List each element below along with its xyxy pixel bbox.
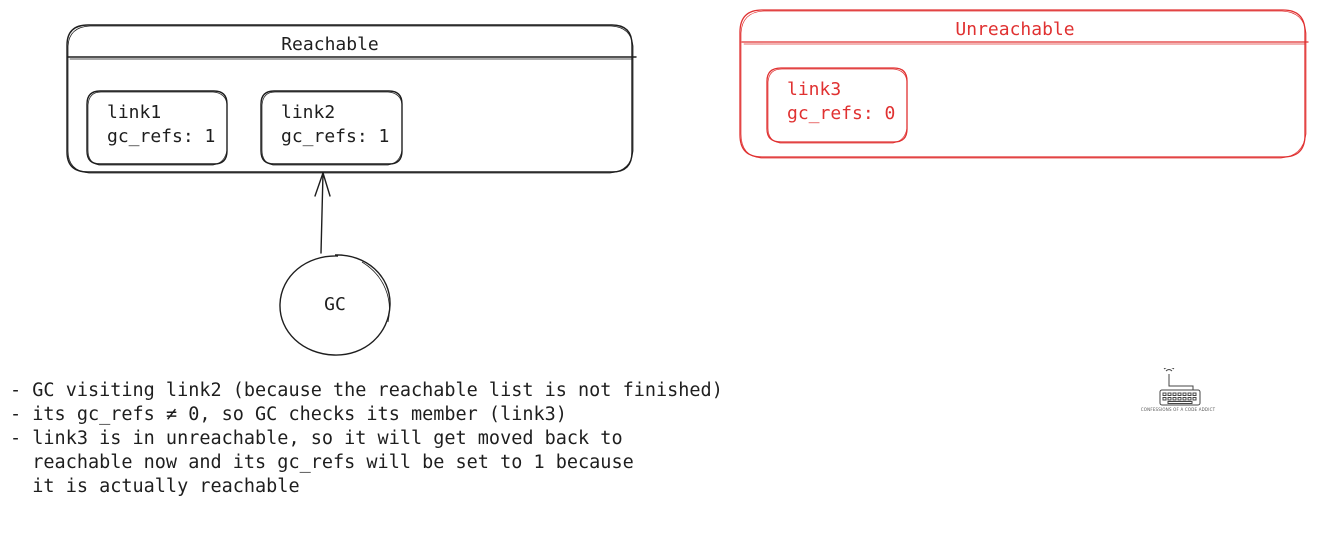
link3-refs: gc_refs: 0: [787, 103, 896, 124]
link2-refs: gc_refs: 1: [281, 126, 390, 147]
link1-name: link1: [107, 102, 162, 123]
note-line-2: - its gc_refs ≠ 0, so GC checks its memb…: [10, 404, 567, 425]
gc-circle: [279, 254, 391, 356]
link2-box: [260, 90, 403, 165]
note-line-5: it is actually reachable: [10, 476, 300, 497]
watermark-caption: CONFESSIONS OF A CODE ADDICT: [1140, 407, 1216, 412]
unreachable-group: [739, 9, 1309, 159]
link1-refs: gc_refs: 1: [107, 126, 216, 147]
gc-arrow: [314, 172, 331, 254]
note-line-4: reachable now and its gc_refs will be se…: [10, 452, 634, 473]
link3-box: [766, 67, 908, 143]
unreachable-box: [739, 9, 1306, 158]
note-line-1: - GC visiting link2 (because the reachab…: [10, 380, 723, 401]
keyboard-icon: [1159, 368, 1201, 406]
gc-node: [279, 254, 391, 356]
link2-name: link2: [281, 102, 336, 123]
link3-name: link3: [787, 79, 842, 100]
reachable-title: Reachable: [281, 34, 379, 55]
gc-label: GC: [324, 294, 346, 315]
unreachable-title: Unreachable: [955, 19, 1075, 40]
reachable-group: [66, 24, 637, 174]
reachable-box: [66, 24, 633, 173]
link1-box: [86, 90, 228, 165]
note-line-3: - link3 is in unreachable, so it will ge…: [10, 428, 623, 449]
